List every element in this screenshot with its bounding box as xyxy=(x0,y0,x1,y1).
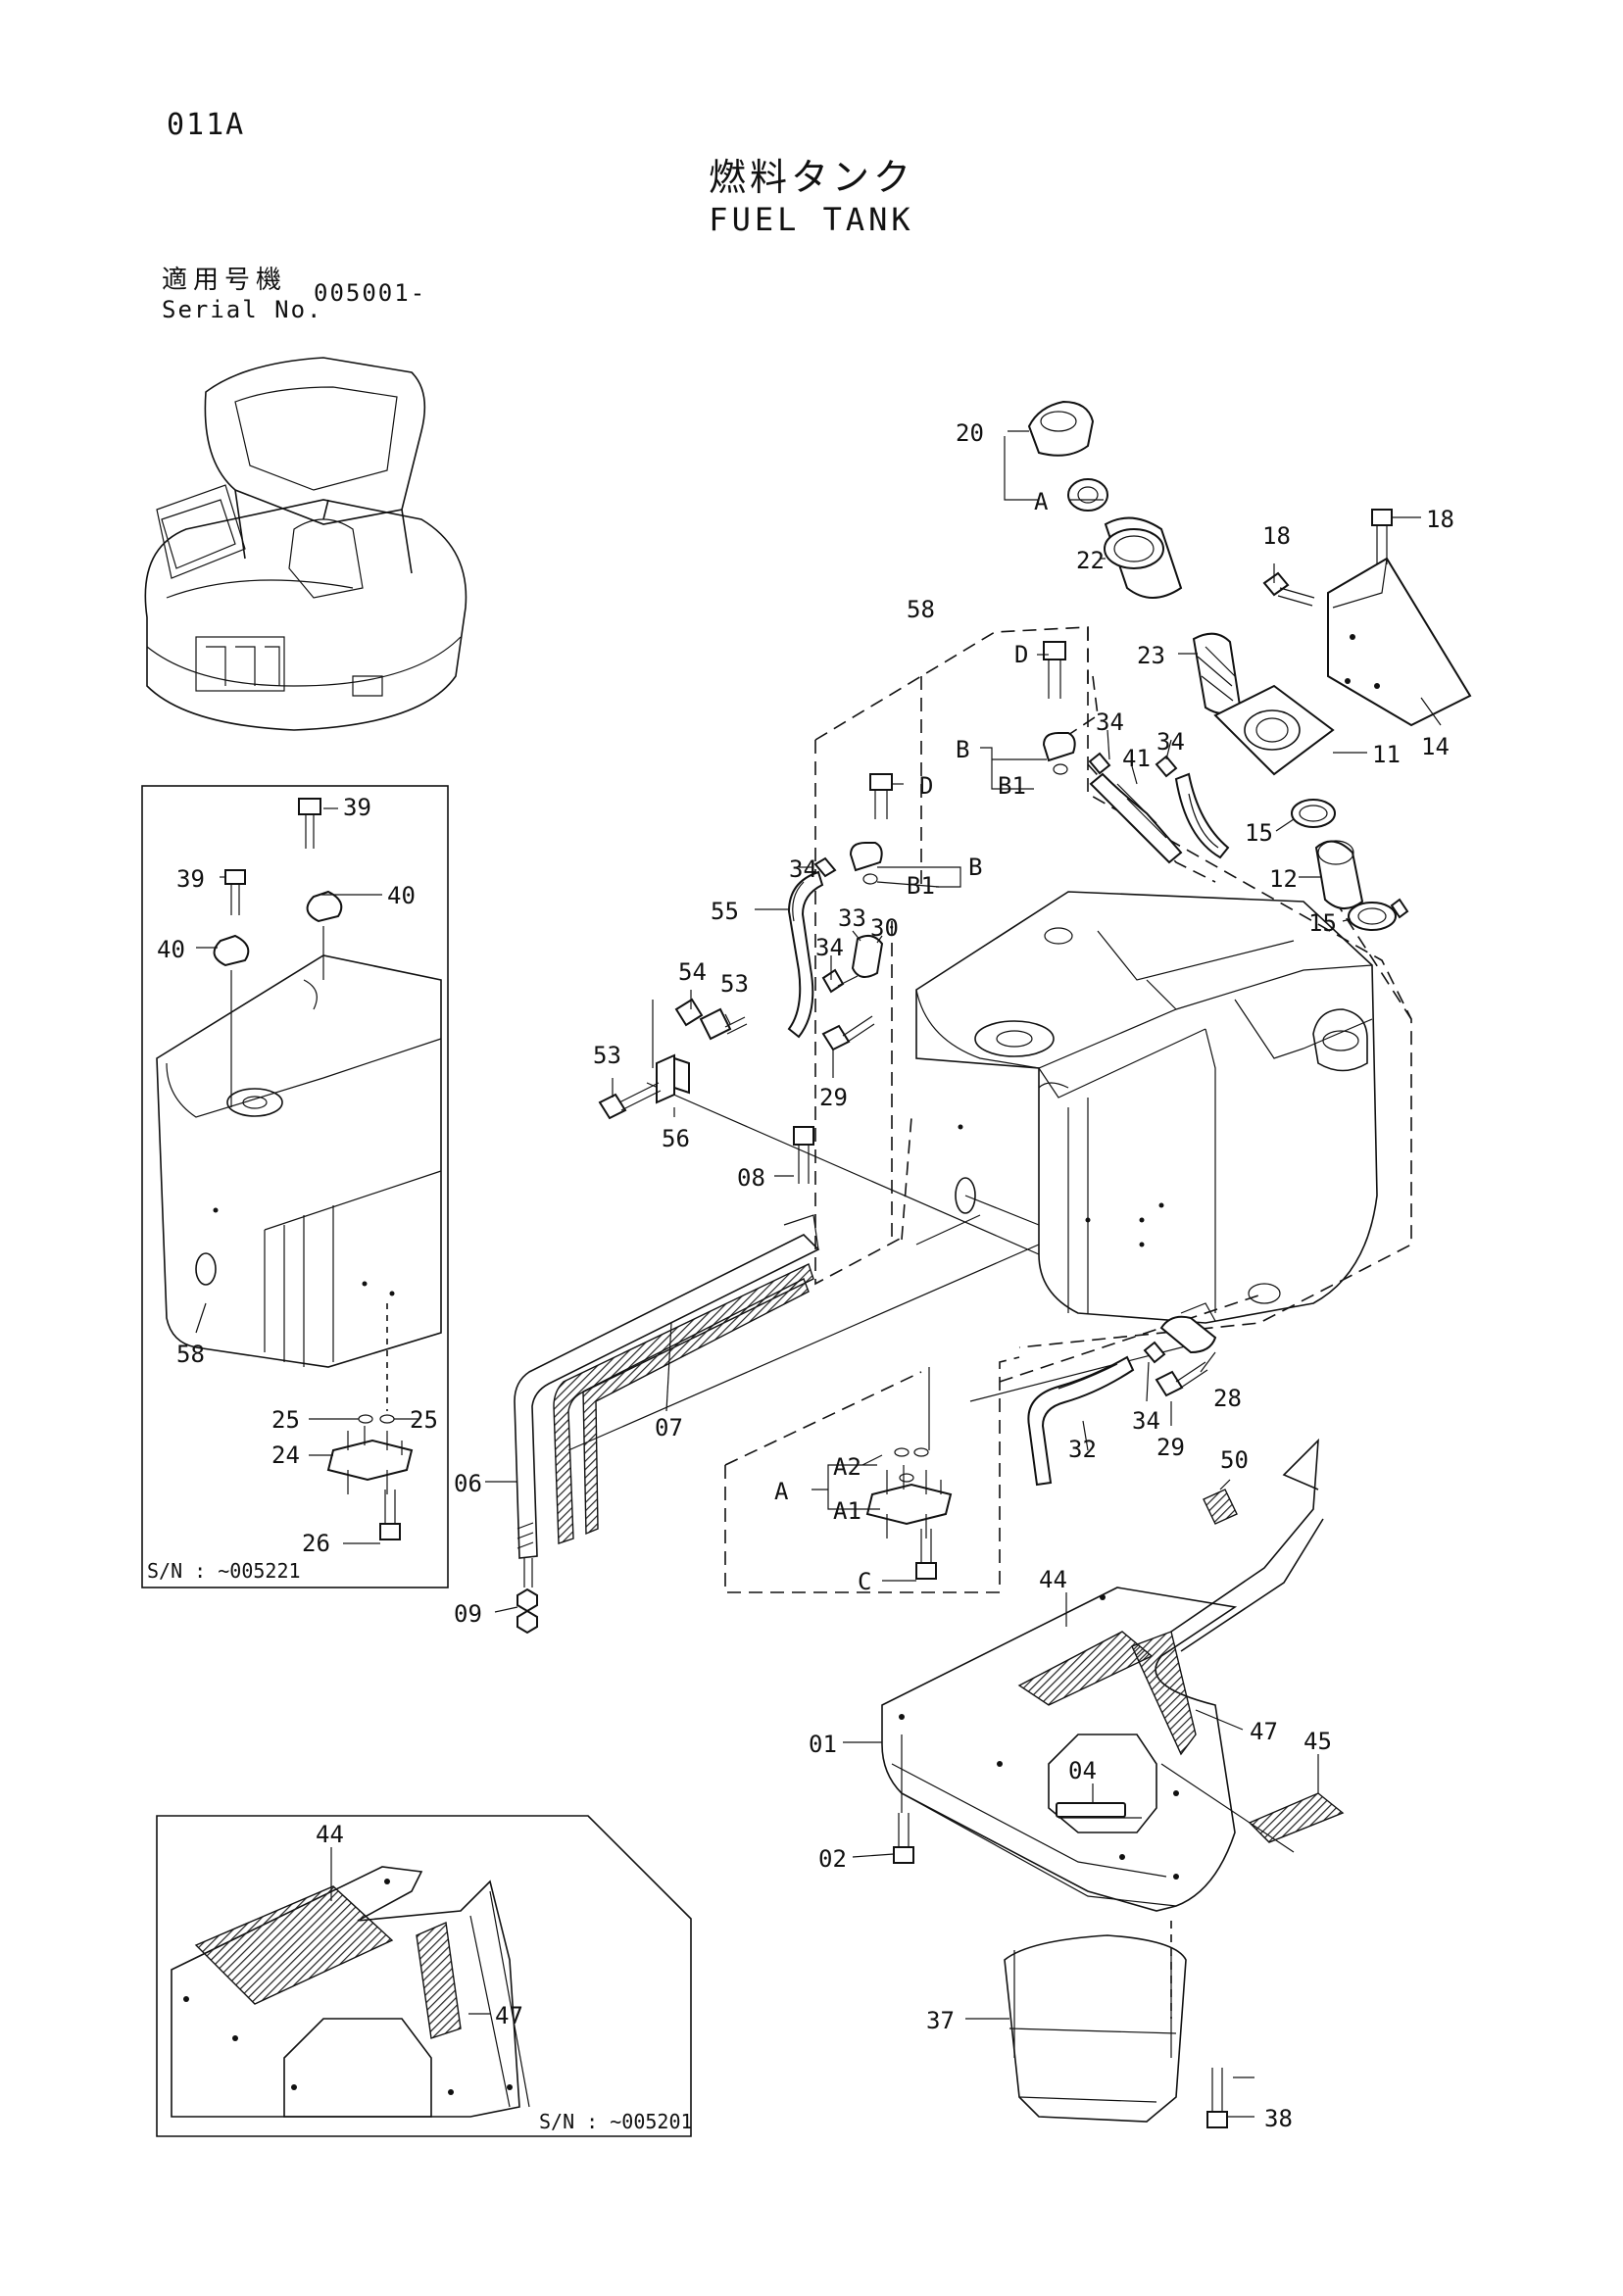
serial-value: 005001- xyxy=(314,279,427,307)
leader-lines xyxy=(330,430,1442,2118)
callout-47-inset: 47 xyxy=(495,2002,523,2029)
callout-58-inset: 58 xyxy=(176,1341,205,1368)
callout-40-b: 40 xyxy=(157,936,185,963)
left-inset xyxy=(141,785,449,1588)
callout-28: 28 xyxy=(1213,1385,1242,1412)
callout-labels: 20 A 22 23 18 18 14 11 15 12 15 58 D D B… xyxy=(147,419,1454,2133)
callout-12: 12 xyxy=(1269,865,1298,893)
callout-D-2: D xyxy=(919,772,933,800)
callout-33: 33 xyxy=(838,904,866,932)
callout-45: 45 xyxy=(1303,1728,1332,1755)
callout-09: 09 xyxy=(454,1600,482,1628)
callout-54: 54 xyxy=(678,958,707,986)
callout-41: 41 xyxy=(1122,745,1151,772)
machine-overview-sketch xyxy=(144,357,467,731)
bottom-inset xyxy=(156,1815,692,2137)
callout-50: 50 xyxy=(1220,1446,1249,1474)
inset-bottom-serial: S/N : ~005201 xyxy=(539,2110,693,2133)
callout-34-a: 34 xyxy=(1096,708,1124,736)
serial-label-english: Serial No. xyxy=(162,296,323,323)
callout-55: 55 xyxy=(711,898,739,925)
title-english: FUEL TANK xyxy=(709,201,914,238)
callout-29-b: 29 xyxy=(1156,1434,1185,1461)
callout-23: 23 xyxy=(1137,642,1165,669)
callout-14: 14 xyxy=(1421,733,1450,760)
callout-58-main: 58 xyxy=(907,596,935,623)
callout-B1-1: B1 xyxy=(998,772,1026,800)
callout-18-a: 18 xyxy=(1262,522,1291,550)
title-japanese: 燃料タンク xyxy=(708,156,914,199)
callout-A-bottom: A xyxy=(774,1478,789,1505)
callout-B-2: B xyxy=(968,854,982,881)
callout-24: 24 xyxy=(271,1441,300,1469)
callout-39-b: 39 xyxy=(176,865,205,893)
callout-A1: A1 xyxy=(833,1497,861,1525)
callout-C: C xyxy=(858,1568,871,1595)
tank-straps xyxy=(514,1214,820,1635)
callout-07: 07 xyxy=(655,1414,683,1441)
callout-34-e: 34 xyxy=(1132,1407,1160,1435)
callout-18-b: 18 xyxy=(1426,506,1454,533)
callout-47-main: 47 xyxy=(1250,1718,1278,1745)
callout-22: 22 xyxy=(1076,547,1105,574)
callout-56: 56 xyxy=(662,1125,690,1152)
filler-cap-assembly xyxy=(1027,400,1472,931)
lower-hardware xyxy=(865,1302,1217,1580)
fuel-tank-main xyxy=(567,891,1378,1451)
callout-34-b: 34 xyxy=(1156,728,1185,756)
callout-34-c: 34 xyxy=(789,855,817,883)
callout-20: 20 xyxy=(956,419,984,447)
callout-38: 38 xyxy=(1264,2105,1293,2132)
callout-B-1: B xyxy=(956,736,969,763)
callout-A2: A2 xyxy=(833,1453,861,1481)
callout-25-a: 25 xyxy=(271,1406,300,1434)
page-id: 011A xyxy=(167,108,246,142)
callout-29-a: 29 xyxy=(819,1084,848,1111)
callout-01: 01 xyxy=(809,1731,837,1758)
callout-44-main: 44 xyxy=(1039,1566,1067,1593)
callout-44-inset: 44 xyxy=(316,1821,344,1848)
callout-11: 11 xyxy=(1372,741,1401,768)
callout-D-1: D xyxy=(1014,641,1028,668)
floor-plate xyxy=(881,1438,1345,2128)
callout-30: 30 xyxy=(870,914,899,942)
callout-15-a: 15 xyxy=(1245,819,1273,847)
callout-32: 32 xyxy=(1068,1436,1097,1463)
callout-39-a: 39 xyxy=(343,794,371,821)
callout-26: 26 xyxy=(302,1530,330,1557)
callout-34-d: 34 xyxy=(815,934,844,961)
callout-53-a: 53 xyxy=(720,970,749,998)
callout-08: 08 xyxy=(737,1164,765,1192)
inset-left-serial: S/N : ~005221 xyxy=(147,1559,301,1583)
callout-02: 02 xyxy=(818,1845,847,1873)
callout-A-top: A xyxy=(1034,488,1049,515)
callout-B1-2: B1 xyxy=(907,872,935,900)
serial-label-japanese: 適用号機 xyxy=(162,266,288,295)
callout-25-b: 25 xyxy=(410,1406,438,1434)
middle-hardware xyxy=(598,641,1076,1184)
callout-37: 37 xyxy=(926,2007,955,2034)
callout-04: 04 xyxy=(1068,1757,1097,1784)
callout-15-b: 15 xyxy=(1308,909,1337,937)
callout-06: 06 xyxy=(454,1470,482,1497)
callout-40-a: 40 xyxy=(387,882,416,909)
callout-53-b: 53 xyxy=(593,1042,621,1069)
